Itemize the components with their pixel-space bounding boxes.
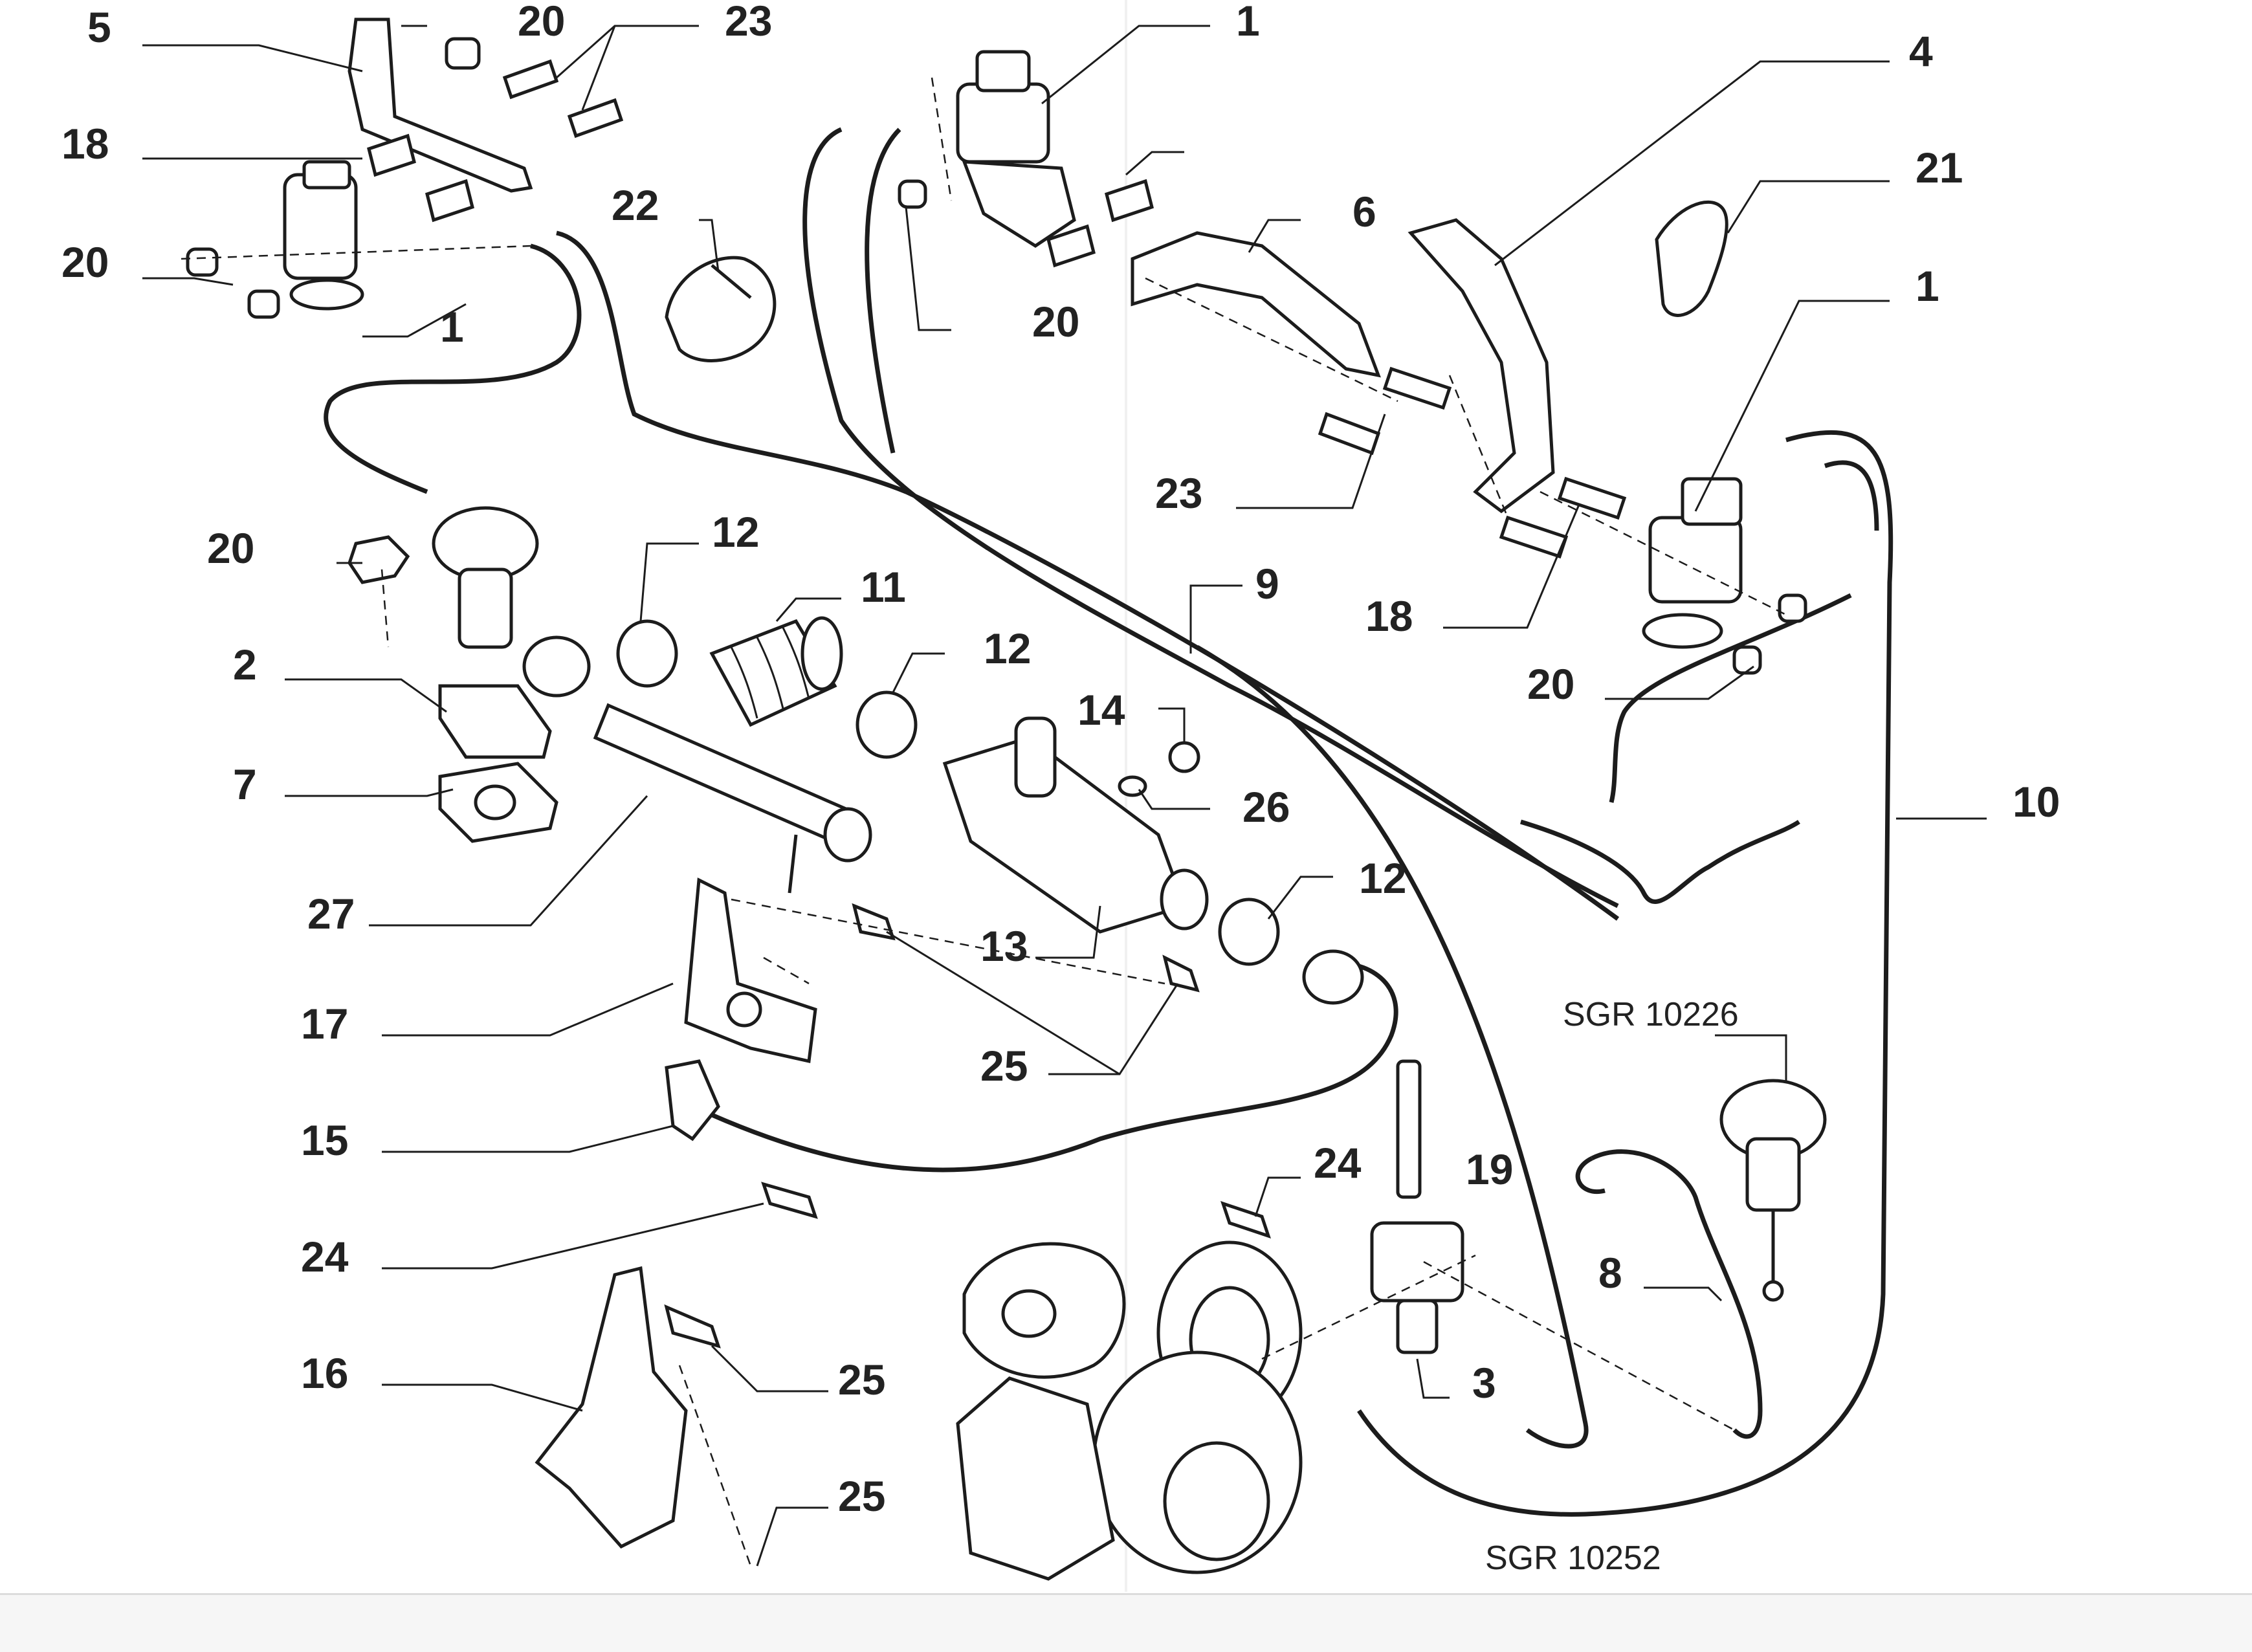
bolt-24-right xyxy=(1220,1201,1271,1239)
callout-17: 17 xyxy=(301,1000,348,1048)
callout-2: 2 xyxy=(233,641,257,688)
cooler-13 xyxy=(942,716,1209,934)
rod-19 xyxy=(1396,1059,1422,1199)
callout-3: 3 xyxy=(1472,1359,1496,1407)
callout-18-left: 18 xyxy=(61,120,109,168)
tube-27 xyxy=(593,703,872,894)
solenoid-valve-1-left xyxy=(283,160,364,311)
cap-22 xyxy=(665,256,777,362)
egr-valve-2 xyxy=(432,506,591,759)
callout-5: 5 xyxy=(87,3,111,51)
callout-23-mid: 23 xyxy=(1155,469,1202,517)
callout-6: 6 xyxy=(1352,188,1376,236)
bracket-17 xyxy=(684,877,1200,1064)
callout-13: 13 xyxy=(980,922,1028,970)
callout-24-right: 24 xyxy=(1314,1139,1362,1187)
washer-26-nut-14 xyxy=(1118,741,1200,797)
callout-20-right: 20 xyxy=(1527,660,1574,708)
hose-9 xyxy=(556,127,1620,1449)
callout-20-left: 20 xyxy=(61,238,109,286)
part-ref-sgr-10226: SGR 10226 xyxy=(1563,996,1739,1033)
part-ref-sgr-10252: SGR 10252 xyxy=(1485,1539,1661,1577)
callout-12-c: 12 xyxy=(1359,854,1406,902)
hose-10 xyxy=(1357,430,1893,1517)
fasteners-upper-left xyxy=(186,37,624,319)
sensor-3 xyxy=(1370,1221,1464,1354)
callout-19: 19 xyxy=(1466,1145,1513,1193)
callout-11: 11 xyxy=(861,563,906,611)
callout-18-right: 18 xyxy=(1365,592,1413,640)
turbocharger-assembly xyxy=(956,1240,1303,1581)
bracket-4 xyxy=(1408,218,1555,514)
callout-16: 16 xyxy=(301,1349,348,1397)
callout-26: 26 xyxy=(1242,783,1290,831)
bracket-16 xyxy=(535,1266,721,1549)
line-8 xyxy=(1575,1149,1763,1439)
bracket-6 xyxy=(1046,179,1452,456)
callout-4: 4 xyxy=(1909,27,1933,75)
bracket-5 xyxy=(348,17,533,193)
callout-21: 21 xyxy=(1915,144,1963,192)
page-fold xyxy=(1125,0,1127,1592)
callout-12-b: 12 xyxy=(984,624,1031,672)
clip-21 xyxy=(1655,200,1728,317)
callout-20-egr: 20 xyxy=(207,524,254,572)
callout-14: 14 xyxy=(1077,686,1125,734)
callout-22: 22 xyxy=(612,181,659,229)
scan-bottom-strip xyxy=(0,1593,2252,1652)
callout-15: 15 xyxy=(301,1116,348,1164)
callout-25-bottom: 25 xyxy=(838,1472,885,1520)
clamp-12-c xyxy=(1218,898,1280,966)
callout-labels: 5 20 23 1 4 18 22 6 21 20 1 20 1 23 12 1… xyxy=(61,0,2060,1520)
actuator-sgr-10226 xyxy=(1719,1079,1827,1302)
pipe-15 xyxy=(665,949,1398,1219)
gasket-7 xyxy=(438,762,558,843)
callout-20-mid: 20 xyxy=(1032,298,1079,346)
callout-23-top: 23 xyxy=(725,0,772,45)
callout-12-a: 12 xyxy=(712,508,759,556)
callout-20-top: 20 xyxy=(518,0,565,45)
callout-1-left: 1 xyxy=(440,303,464,351)
callout-25-lower: 25 xyxy=(838,1356,885,1404)
callout-1-top: 1 xyxy=(1236,0,1260,45)
callout-27: 27 xyxy=(307,890,355,938)
clamp-12-b xyxy=(856,690,918,759)
callout-8: 8 xyxy=(1598,1249,1622,1297)
clamp-12-a xyxy=(616,619,678,688)
hose-left-upper xyxy=(324,243,582,494)
solenoid-valve-1-right xyxy=(1499,476,1807,675)
callout-7: 7 xyxy=(233,760,257,808)
alignment-lines xyxy=(181,77,1787,1567)
part-reference-labels: SGR 10226 SGR 10252 xyxy=(1485,996,1739,1577)
nut-20-left xyxy=(348,535,410,584)
solenoid-valve-1-top xyxy=(898,50,1076,248)
callout-10: 10 xyxy=(2013,778,2060,826)
callout-25-mid: 25 xyxy=(980,1042,1028,1090)
leader-lines xyxy=(142,25,1987,1567)
callout-9: 9 xyxy=(1255,560,1279,608)
hose-11 xyxy=(709,616,843,727)
callout-24-left: 24 xyxy=(301,1233,349,1281)
tube-right-bend xyxy=(1519,819,1800,904)
callout-1-right: 1 xyxy=(1915,262,1939,310)
